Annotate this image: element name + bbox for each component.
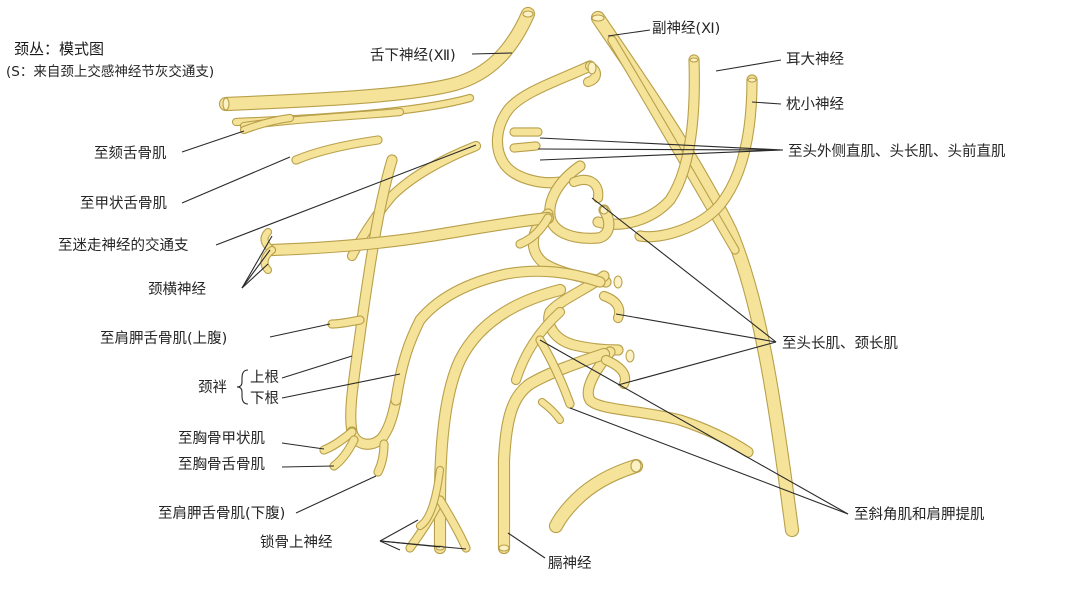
- c2-rami: [568, 174, 604, 204]
- great-auricular-nerve: [592, 54, 700, 230]
- c4-rami: [600, 354, 631, 390]
- c2-to-transverse: [515, 213, 553, 249]
- label-longus-capitis-colli: 至头长肌、颈长肌: [782, 335, 898, 352]
- c2-loop: [544, 160, 615, 244]
- nerve-network: [218, 6, 800, 555]
- supraclavicular-branch: [415, 465, 445, 531]
- label-lesser-occipital-nerve: 枕小神经: [786, 96, 844, 113]
- label-omohyoid-inferior-belly: 至肩胛舌骨肌(下腹): [158, 505, 285, 522]
- supraclavicular-trunk: [433, 283, 567, 555]
- phrenic-end-cap: [498, 544, 510, 552]
- c1-loop: [491, 60, 596, 189]
- scalene-branch: [535, 335, 575, 409]
- c3-end-cap: [613, 275, 623, 289]
- label-phrenic-nerve: 膈神经: [548, 555, 592, 572]
- label-inferior-root: 下根: [250, 390, 279, 407]
- label-accessory-nerve: 副神经(Ⅺ): [652, 20, 720, 37]
- labels: 舌下神经(Ⅻ) 副神经(Ⅺ) 耳大神经 枕小神经 至头外侧直肌、头长肌、头前直肌…: [58, 20, 1006, 572]
- label-superior-root: 上根: [250, 369, 279, 386]
- label-thyrohyoid-branch: 至甲状舌骨肌: [80, 195, 167, 212]
- accessory-end-cap: [591, 14, 605, 22]
- label-sternohyoid-branch: 至胸骨舌骨肌: [178, 456, 265, 473]
- label-transverse-cervical-nerve: 颈横神经: [148, 281, 206, 298]
- inferior-root-ansa: [390, 265, 606, 406]
- phrenic-c3-root: [510, 306, 566, 386]
- superior-root-ansa: [345, 154, 398, 438]
- label-ansa-cervicalis: 颈袢: [198, 379, 227, 396]
- diagram-title: 颈丛：模式图: [14, 40, 104, 58]
- accessory-branch-medial: [607, 35, 740, 255]
- sternothyroid-branch: [319, 427, 357, 455]
- label-omohyoid-superior-belly: 至肩胛舌骨肌(上腹): [100, 330, 227, 347]
- c1-end-cap: [587, 61, 597, 75]
- c5-end-cap: [630, 459, 642, 473]
- omohyoid-superior-branch: [327, 315, 365, 329]
- supraclavicular-lateral: [435, 495, 471, 553]
- omohyoid-inferior-branch: [373, 439, 389, 477]
- geniohyoid-branch: [239, 113, 295, 135]
- phrenic-nerve: [497, 347, 611, 555]
- c1-stub-lower: [509, 141, 541, 153]
- thyrohyoid-branch: [291, 135, 383, 165]
- c3-rami: [598, 290, 625, 324]
- great-auricular-end-cap: [689, 57, 699, 63]
- c4-end-cap: [625, 349, 635, 363]
- hypoglossal-root-cap: [222, 97, 230, 111]
- scalene-stub: [537, 397, 565, 425]
- label-geniohyoid-branch: 至颏舌骨肌: [94, 145, 167, 162]
- ansa-brace: [236, 369, 249, 405]
- transverse-cervical-nerve: [265, 211, 555, 257]
- leader-lines: [181, 29, 849, 559]
- label-rectus-capitis-branches: 至头外侧直肌、头长肌、头前直肌: [788, 143, 1006, 160]
- lesser-occipital-nerve: [634, 74, 758, 243]
- label-scalene-levator-branches: 至斜角肌和肩胛提肌: [854, 506, 985, 523]
- hypoglossal-end-cap: [522, 10, 534, 18]
- c3-loop: [543, 270, 624, 356]
- diagram-subtitle: (S：来自颈上交感神经节灰交通支): [6, 63, 214, 80]
- lesser-occipital-end-cap: [747, 77, 757, 83]
- sternohyoid-branch: [329, 435, 359, 471]
- c4-loop: [582, 346, 754, 458]
- phrenic-c5-root: [548, 458, 644, 534]
- label-hypoglossal-nerve: 舌下神经(Ⅻ): [370, 47, 456, 64]
- label-sternothyroid-branch: 至胸骨甲状肌: [178, 430, 265, 447]
- label-supraclavicular-nerves: 锁骨上神经: [260, 534, 333, 551]
- label-great-auricular-nerve: 耳大神经: [786, 51, 844, 68]
- label-vagus-communicating-branch: 至迷走神经的交通支: [58, 236, 189, 254]
- ansa-loop-bottom: [346, 394, 402, 450]
- hypoglossal-nerve: [218, 6, 536, 112]
- transverse-fan-lower: [260, 245, 277, 275]
